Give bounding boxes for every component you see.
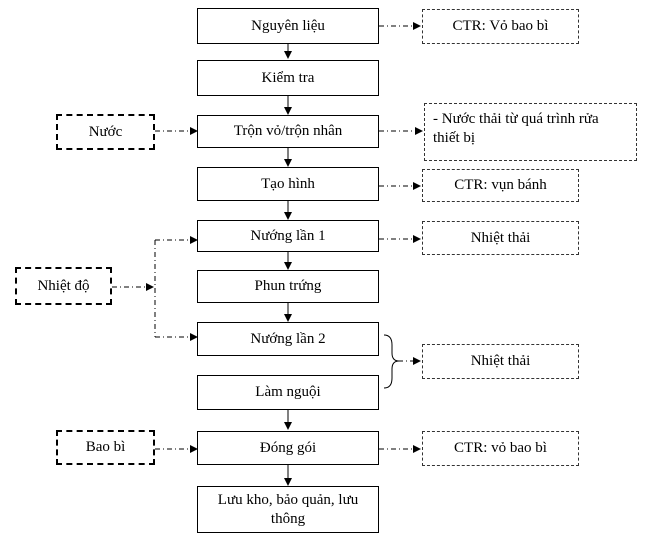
step-label: Trộn vỏ/trộn nhân [233,123,343,139]
step-luu-kho: Lưu kho, bảo quản, lưu thông [197,486,379,533]
step-nuong-1: Nướng lần 1 [197,220,379,252]
step-kiem-tra: Kiểm tra [197,60,379,96]
step-label: Phun trứng [254,278,322,294]
step-label: Kiểm tra [261,69,315,86]
output-label: CTR: Vỏ bao bì [452,18,549,34]
step-tao-hinh: Tạo hình [197,167,379,201]
grouping-brace [383,334,400,389]
step-label: Nguyên liệu [251,17,325,34]
step-nuong-2: Nướng lần 2 [197,322,379,356]
step-phun-trung: Phun trứng [197,270,379,303]
step-label: Lưu kho, bảo quản, lưu thông [217,491,359,527]
output-label: - Nước thải từ quá trình rửa thiết bị [433,111,599,146]
step-label: Làm nguội [255,384,321,400]
step-nguyen-lieu: Nguyên liệu [197,8,379,44]
input-bao-bi: Bao bì [56,430,155,465]
input-nhiet-do: Nhiệt độ [15,267,112,305]
output-ctr-vo-bao-bi-top: CTR: Vỏ bao bì [422,9,579,44]
step-lam-nguoi: Làm nguội [197,375,379,410]
output-label: Nhiệt thải [470,353,531,369]
input-label: Nước [88,123,123,140]
step-label: Tạo hình [261,175,315,192]
output-nhiet-thai-2: Nhiệt thải [422,344,579,379]
output-label: CTR: vụn bánh [454,177,547,193]
output-ctr-vo-bao-bi-bottom: CTR: vỏ bao bì [422,431,579,466]
input-nuoc: Nước [56,114,155,150]
output-nhiet-thai-1: Nhiệt thải [422,221,579,255]
output-label: CTR: vỏ bao bì [454,440,547,456]
output-ctr-vun-banh: CTR: vụn bánh [422,169,579,202]
step-label: Đóng gói [259,439,317,456]
input-label: Bao bì [85,439,126,455]
output-nuoc-thai: - Nước thải từ quá trình rửa thiết bị [424,103,637,161]
output-label: Nhiệt thải [470,229,531,246]
side-arrows [112,22,423,453]
input-label: Nhiệt độ [37,277,90,294]
step-dong-goi: Đóng gói [197,431,379,465]
step-label: Nướng lần 1 [250,227,326,244]
step-label: Nướng lần 2 [250,330,326,347]
step-tron: Trộn vỏ/trộn nhân [197,115,379,148]
